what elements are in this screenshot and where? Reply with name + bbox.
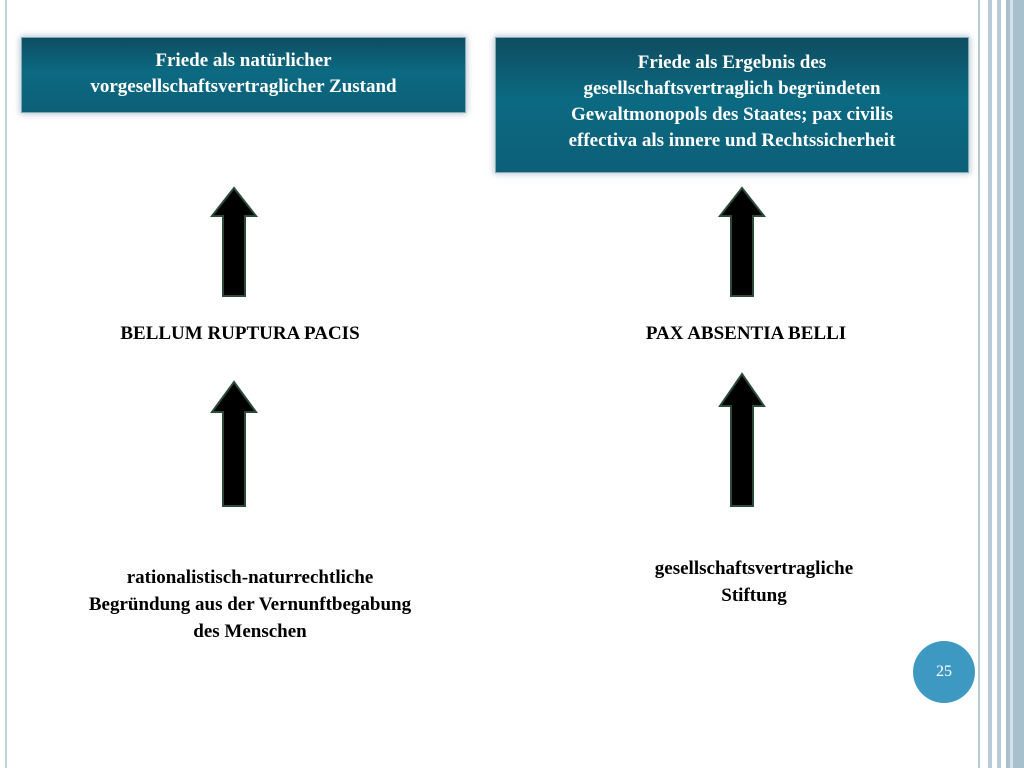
right-top-box-line: Friede als Ergebnis des: [637, 52, 827, 73]
right-top-box-line: Gewaltmonopols des Staates; pax civilis: [571, 104, 893, 125]
right-top-box: Friede als Ergebnis des gesellschaftsver…: [496, 38, 968, 172]
up-arrow-icon: [718, 372, 766, 507]
right-decor-band: [978, 0, 980, 768]
right-bottom-label: gesellschaftsvertragliche Stiftung: [594, 555, 914, 609]
left-bottom-label-line: des Menschen: [193, 621, 307, 642]
right-decor-band: [1006, 0, 1024, 768]
up-arrow-icon: [718, 186, 766, 297]
left-decor-rule: [5, 0, 7, 768]
right-top-box-line: gesellschaftsvertraglich begründeten: [583, 78, 881, 99]
right-middle-label: PAX ABSENTIA BELLI: [645, 323, 847, 344]
right-bottom-label-line: gesellschaftsvertragliche: [654, 558, 854, 579]
up-arrow-icon: [210, 186, 258, 297]
left-top-box-line: Friede als natürlicher: [155, 50, 332, 71]
right-bottom-label-line: Stiftung: [721, 585, 787, 606]
page-number-badge: 25: [913, 641, 975, 703]
up-arrow-icon: [210, 380, 258, 507]
right-decor-band: [997, 0, 1001, 768]
left-bottom-label-line: rationalistisch-naturrechtliche: [126, 567, 374, 588]
right-top-box-line: effectiva als innere und Rechtssicherhei…: [568, 130, 896, 151]
left-bottom-label-line: Begründung aus der Vernunftbegabung: [88, 594, 412, 615]
left-middle-label: BELLUM RUPTURA PACIS: [120, 323, 360, 344]
left-top-box: Friede als natürlicher vorgesellschaftsv…: [22, 38, 465, 112]
left-bottom-label: rationalistisch-naturrechtliche Begründu…: [25, 564, 475, 645]
left-top-box-line: vorgesellschaftsvertraglicher Zustand: [90, 76, 397, 97]
right-decor-band: [1010, 0, 1013, 768]
right-decor-band: [988, 0, 992, 768]
